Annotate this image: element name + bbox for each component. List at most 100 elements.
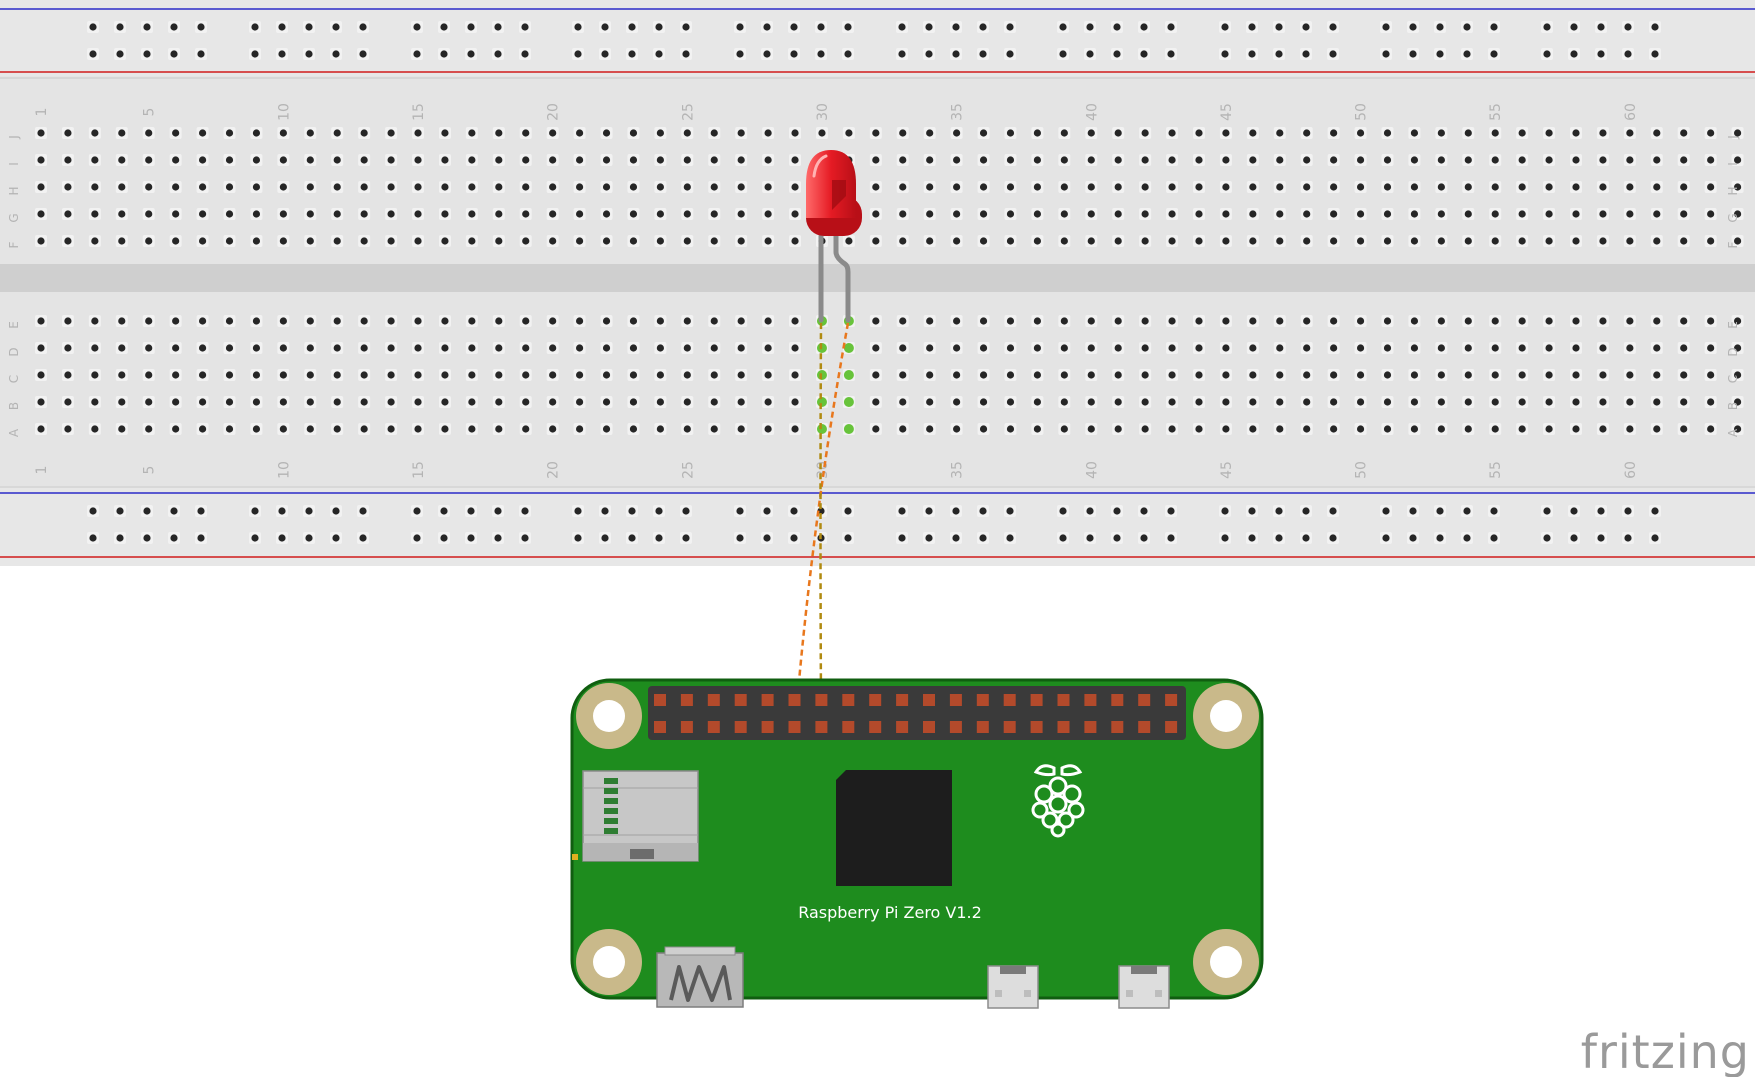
bottom-power-rail: [0, 486, 1755, 566]
gpio-pin[interactable]: [1030, 721, 1043, 733]
gpio-pin[interactable]: [842, 721, 855, 733]
gpio-pin[interactable]: [815, 721, 828, 733]
raspberry-pi-logo-icon: [1031, 764, 1085, 838]
row-label: H: [1726, 186, 1740, 195]
row-label: C: [7, 375, 21, 383]
gpio-pin[interactable]: [949, 694, 962, 706]
gpio-pin[interactable]: [1057, 721, 1070, 733]
raspberry-pi-zero-board: Raspberry Pi Zero V1.2: [570, 678, 1264, 1009]
column-label: 20: [546, 461, 562, 479]
gpio-pin[interactable]: [1138, 694, 1151, 706]
gpio-pin[interactable]: [896, 694, 909, 706]
gpio-pin[interactable]: [680, 721, 693, 733]
soc-chip: [836, 770, 952, 886]
column-label: 60: [1623, 461, 1639, 479]
gpio-pin[interactable]: [949, 721, 962, 733]
mounting-hole: [1193, 929, 1259, 995]
row-label: B: [7, 402, 21, 410]
gpio-pin[interactable]: [761, 721, 774, 733]
micro-usb-port: [987, 965, 1039, 1009]
column-label: 55: [1488, 103, 1504, 121]
column-label: 5: [142, 108, 158, 117]
column-label: 50: [1354, 461, 1370, 479]
gpio-pin[interactable]: [707, 721, 720, 733]
column-label: 5: [142, 466, 158, 475]
wire-anode-to-gpio[interactable]: [793, 322, 850, 728]
gpio-pin[interactable]: [1138, 721, 1151, 733]
gpio-pin[interactable]: [1084, 721, 1097, 733]
column-label: 25: [680, 103, 696, 121]
row-label: D: [1726, 347, 1740, 356]
row-label: A: [1726, 428, 1740, 437]
column-label: 10: [276, 461, 292, 479]
wires: [793, 322, 850, 728]
gpio-pin[interactable]: [976, 721, 989, 733]
column-label: 20: [546, 103, 562, 121]
gpio-pin[interactable]: [923, 694, 935, 706]
board-label: Raspberry Pi Zero V1.2: [798, 903, 982, 922]
row-label: G: [7, 213, 21, 222]
row-label: F: [1726, 241, 1740, 248]
gpio-pin[interactable]: [1165, 694, 1178, 706]
column-label: 40: [1084, 461, 1100, 479]
row-label: E: [1726, 321, 1740, 329]
gpio-pin[interactable]: [976, 694, 989, 706]
gpio-pin[interactable]: [680, 694, 693, 706]
led-dome: [806, 150, 856, 218]
gpio-pin[interactable]: [1003, 694, 1016, 706]
mini-hdmi-port: [656, 946, 744, 1008]
column-label: 1: [34, 108, 50, 117]
row-label: C: [1726, 375, 1740, 383]
gpio-pin[interactable]: [842, 694, 855, 706]
gpio-pin[interactable]: [1084, 694, 1097, 706]
gpio-pin[interactable]: [1165, 721, 1178, 733]
gpio-pin[interactable]: [1111, 694, 1124, 706]
column-label: 35: [950, 461, 966, 479]
red-led[interactable]: [806, 150, 862, 323]
gpio-pin[interactable]: [654, 721, 666, 733]
row-label: I: [7, 162, 21, 166]
gpio-pin[interactable]: [1030, 694, 1043, 706]
column-label: 10: [276, 103, 292, 121]
gpio-pin[interactable]: [1057, 694, 1070, 706]
gpio-pin[interactable]: [869, 721, 882, 733]
gpio-pin[interactable]: [734, 694, 747, 706]
column-label: 60: [1623, 103, 1639, 121]
gpio-pin[interactable]: [1111, 721, 1124, 733]
gpio-pin[interactable]: [788, 721, 801, 733]
gpio-pin[interactable]: [761, 694, 774, 706]
column-label: 30: [815, 103, 831, 121]
column-label: 45: [1219, 461, 1235, 479]
gpio-pin[interactable]: [815, 694, 828, 706]
led-anode-leg: [833, 233, 851, 323]
gpio-pin[interactable]: [788, 694, 801, 706]
gpio-pin[interactable]: [654, 694, 666, 706]
gpio-pin[interactable]: [734, 721, 747, 733]
wire-cathode-to-gpio[interactable]: [819, 322, 823, 702]
micro-usb-port: [1118, 965, 1170, 1009]
column-label: 15: [411, 461, 427, 479]
top-power-rail: [0, 0, 1755, 76]
gpio-pin[interactable]: [896, 721, 909, 733]
row-label: H: [7, 186, 21, 195]
row-label: E: [7, 321, 21, 329]
row-label: G: [1726, 213, 1740, 222]
row-label: J: [7, 135, 21, 140]
row-label: A: [7, 428, 21, 437]
gpio-pin[interactable]: [923, 721, 935, 733]
breadboard-holes: [35, 21, 1744, 544]
gpio-pin[interactable]: [1003, 721, 1016, 733]
gpio-pin[interactable]: [869, 694, 882, 706]
gpio-pin[interactable]: [707, 694, 720, 706]
row-label: D: [7, 347, 21, 356]
column-label: 35: [950, 103, 966, 121]
mounting-hole: [576, 929, 642, 995]
row-label: F: [7, 241, 21, 248]
column-label: 25: [680, 461, 696, 479]
micro-sd-slot: [572, 770, 699, 862]
row-label: B: [1726, 402, 1740, 410]
column-label: 1: [34, 466, 50, 475]
mounting-hole: [1193, 683, 1259, 749]
